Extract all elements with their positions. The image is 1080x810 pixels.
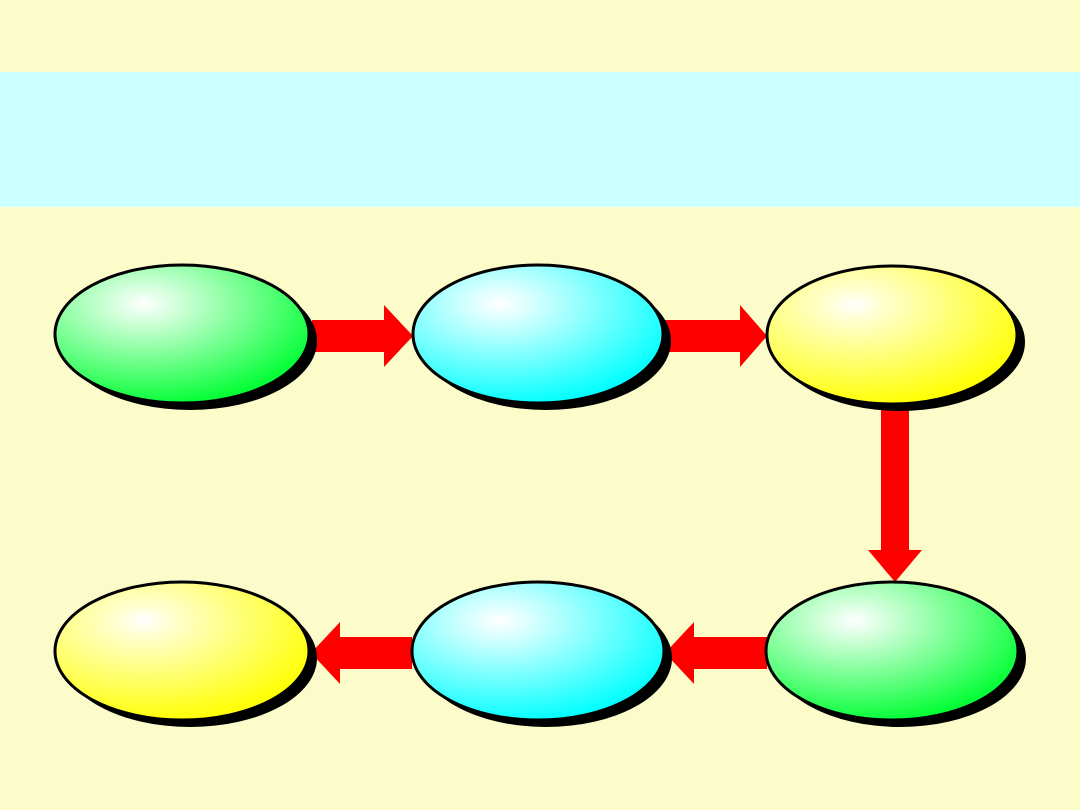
node-3-ellipse [765,264,1019,406]
node-4-ellipse [764,580,1020,722]
node-4 [764,580,1026,727]
arrow-node3-to-node4 [868,405,922,582]
node-5 [410,580,672,727]
node-5-ellipse [410,580,666,722]
node-1-ellipse [53,263,311,405]
title-band [0,72,1080,207]
arrow-node1-to-node2 [312,305,413,367]
node-2-ellipse [411,263,665,405]
arrow-node2-to-node3 [664,305,767,367]
arrow-node5-to-node6 [311,622,412,684]
arrow-node4-to-node5 [665,622,767,684]
node-3 [765,264,1025,411]
node-6 [53,580,317,727]
node-1 [53,263,317,410]
node-2 [411,263,671,410]
node-6-ellipse [53,580,311,722]
